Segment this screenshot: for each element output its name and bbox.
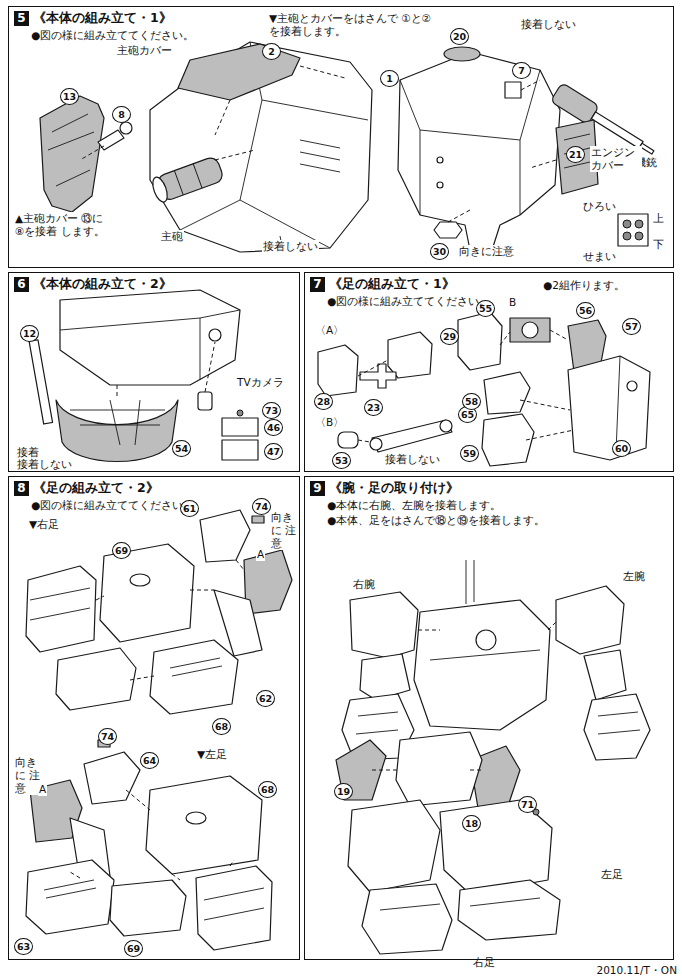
step-panel: 8 《足の組み立て・2》 ●図の様に組み立ててください。 — [8, 476, 300, 960]
step-number: 9 — [310, 481, 325, 496]
instruction-note: ●図の様に組み立ててください。 — [31, 29, 194, 42]
instruction-note: ●本体に右腕、左腕を接着します。 — [327, 499, 501, 512]
annotation: TVカメラ — [236, 376, 285, 389]
callout-number: 21 — [566, 146, 585, 163]
step-panel: 9 《腕・足の取り付け》 ●本体に右腕、左腕を接着します。 ●本体、足をはさんで⑱と⑲… — [304, 476, 674, 960]
callout-number: 69 — [112, 542, 131, 559]
annotation: 主砲 — [160, 230, 184, 243]
instruction-note: ●本体、足をはさんで⑱と⑲を接着します。 — [327, 514, 545, 527]
annotation: 接着しない — [520, 18, 577, 31]
callout-number: 68 — [258, 781, 277, 798]
annotation: せまい — [582, 250, 617, 263]
callout-number: 74 — [252, 498, 271, 515]
step-number: 8 — [14, 481, 29, 496]
callout-number: 29 — [440, 328, 459, 345]
callout-number: 58 — [462, 393, 481, 410]
annotation: 下 — [652, 238, 665, 251]
right-foot — [26, 510, 292, 714]
annotation: ▲主砲カバー ⑬に⑧を接着 します。 — [14, 212, 108, 238]
annotation: 右足 — [472, 956, 496, 969]
annotation: B — [508, 296, 517, 309]
annotation: ▼左足 — [196, 748, 228, 761]
callout-number: 2 — [262, 43, 281, 60]
callout-number: 19 — [334, 783, 353, 800]
callout-number: 53 — [332, 452, 351, 469]
instruction-note: ●図の様に組み立ててください。 — [31, 499, 194, 512]
part-peg — [80, 122, 132, 160]
annotation: エンジン カバー — [590, 146, 642, 172]
callout-number: 13 — [60, 88, 79, 105]
instruction-note: ●2組作ります。 — [543, 279, 625, 292]
annotation: 接着しない — [262, 240, 319, 253]
callout-number: 62 — [256, 690, 275, 707]
callout-number: 46 — [264, 419, 283, 436]
step-panel: 5 《本体の組み立て・1》 ●図の様に組み立ててください。 — [8, 6, 674, 268]
callout-number: 60 — [612, 440, 631, 457]
callout-number: 56 — [576, 302, 595, 319]
step-title: 《腕・足の取り付け》 — [329, 480, 459, 495]
annotation: 接着しない — [384, 453, 441, 466]
annotation: ひろい — [582, 200, 617, 213]
annotation: 左足 — [600, 868, 624, 881]
step-title: 《本体の組み立て・1》 — [33, 10, 172, 25]
callout-number: 18 — [462, 815, 481, 832]
callout-number: 47 — [264, 443, 283, 460]
left-foot — [26, 740, 272, 950]
step-panel: 7 《足の組み立て・1》 ●図の様に組み立ててください。 ●2組作ります。 — [304, 272, 674, 472]
callout-number: 59 — [460, 445, 479, 462]
step-panel: 6 《本体の組み立て・2》 — [8, 272, 300, 472]
annotation: 主砲カバー — [116, 44, 173, 57]
robot-assembly — [336, 560, 650, 954]
callout-number: 71 — [518, 796, 537, 813]
annotation: 向きに注意 — [458, 245, 515, 258]
step-title: 《足の組み立て・1》 — [329, 276, 455, 291]
callout-number: 69 — [124, 940, 143, 957]
annotation: 接着しない — [16, 458, 73, 471]
callout-number: 23 — [364, 399, 383, 416]
callout-number: 28 — [314, 393, 333, 410]
step-title: 《足の組み立て・2》 — [33, 480, 159, 495]
callout-number: 73 — [262, 402, 281, 419]
annotation: 左腕 — [622, 570, 646, 583]
leg-parts — [318, 312, 650, 466]
upper-body — [398, 47, 659, 250]
annotation: ▼主砲とカバーをはさんで ①と②を接着します。 — [268, 12, 442, 38]
main-body — [150, 42, 372, 252]
annotation: 右腕 — [352, 578, 376, 591]
annotation: 上 — [652, 212, 665, 225]
callout-number: 12 — [20, 325, 39, 342]
annotation: A — [256, 548, 265, 561]
step-number: 6 — [14, 277, 29, 292]
callout-number: 74 — [98, 728, 117, 745]
instruction-note: ●図の様に組み立ててください。 — [327, 295, 490, 308]
callout-number: 8 — [112, 106, 131, 123]
step-number: 7 — [310, 277, 325, 292]
annotation: ▼右足 — [28, 518, 60, 531]
annotation: 〈B〉 — [314, 416, 345, 429]
annotation: 2010.11/T・ON — [596, 964, 679, 977]
callout-number: 57 — [622, 318, 641, 335]
callout-number: 30 — [430, 243, 449, 260]
annotation: 〈A〉 — [314, 324, 345, 337]
callout-number: 63 — [14, 938, 33, 955]
main-gun-cover — [40, 96, 104, 212]
callout-number: 54 — [172, 440, 191, 457]
callout-number: 68 — [212, 718, 231, 735]
body-lower — [29, 290, 258, 461]
callout-number: 7 — [512, 62, 531, 79]
annotation: A — [38, 783, 47, 796]
step-number: 5 — [14, 11, 29, 26]
callout-number: 20 — [450, 28, 469, 45]
step-title: 《本体の組み立て・2》 — [33, 276, 172, 291]
callout-number: 1 — [380, 70, 399, 87]
callout-number: 64 — [140, 752, 159, 769]
annotation: 向きに 注意 — [270, 511, 302, 550]
